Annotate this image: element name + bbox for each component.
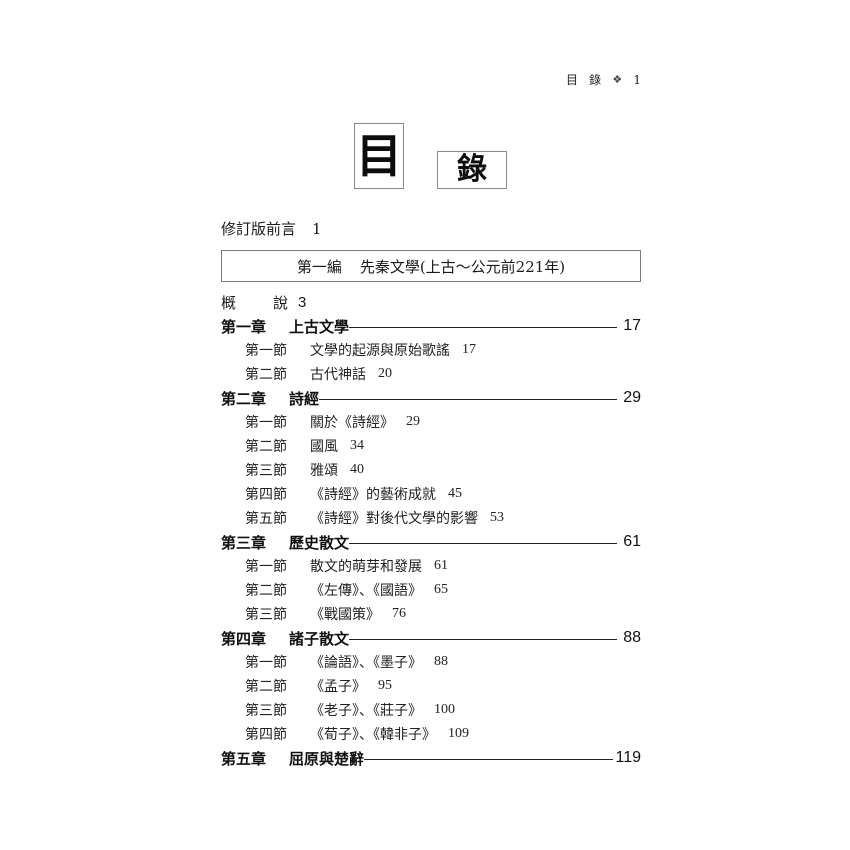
- section-label: 第一節: [245, 655, 287, 671]
- section-page: 65: [434, 582, 448, 597]
- toc-chapter[interactable]: 第五章 屈原與楚辭 119: [221, 746, 641, 770]
- chapter-label: 第一章: [221, 317, 267, 336]
- toc-section[interactable]: 第一節 散文的萌芽和發展 61: [221, 554, 641, 578]
- section-label: 第一節: [245, 559, 287, 575]
- toc-section[interactable]: 第三節 雅頌 40: [221, 458, 641, 482]
- overview-title-a: 概: [221, 293, 237, 312]
- section-title: 《孟子》: [310, 679, 366, 695]
- leader-line: [349, 638, 617, 640]
- section-label: 第三節: [245, 703, 287, 719]
- overview-title-b: 說: [273, 293, 289, 312]
- chapter-page: 61: [623, 533, 641, 550]
- section-label: 第四節: [245, 487, 287, 503]
- chapter-label: 第二章: [221, 389, 267, 408]
- part-title: 先秦文學(上古～公元前221年): [359, 257, 566, 276]
- section-title: 《老子》、《莊子》: [310, 703, 422, 719]
- leader-line: [364, 758, 614, 760]
- running-header: 目 錄 ❖ 1: [566, 71, 642, 88]
- section-title: 散文的萌芽和發展: [310, 559, 422, 575]
- section-label: 第二節: [245, 679, 287, 695]
- chapter-label: 第四章: [221, 629, 267, 648]
- section-page: 100: [434, 702, 455, 717]
- chapter-page: 29: [623, 389, 641, 406]
- toc-entry-overview[interactable]: 概 說 3: [221, 290, 641, 314]
- section-label: 第二節: [245, 439, 287, 455]
- section-title: 文學的起源與原始歌謠: [310, 343, 450, 359]
- toc-entry-preface[interactable]: 修訂版前言 1: [221, 218, 322, 239]
- chapter-title: 上古文學: [289, 317, 350, 336]
- section-title: 《戰國策》: [310, 607, 380, 623]
- chapter-title: 歷史散文: [289, 533, 350, 552]
- toc-chapter[interactable]: 第二章 詩經 29: [221, 386, 641, 410]
- section-page: 40: [350, 462, 364, 477]
- header-char-1: 目: [566, 73, 580, 87]
- toc-section[interactable]: 第二節 古代神話 20: [221, 362, 641, 386]
- chapter-page: 17: [623, 317, 641, 334]
- chapter-title: 詩經: [289, 389, 320, 408]
- section-label: 第二節: [245, 583, 287, 599]
- section-title: 《論語》、《墨子》: [310, 655, 422, 671]
- section-page: 45: [448, 486, 462, 501]
- section-title: 國風: [310, 439, 338, 455]
- part-heading-box: 第一編 先秦文學(上古～公元前221年): [221, 250, 641, 282]
- section-title: 《荀子》、《韓非子》: [310, 727, 436, 743]
- section-label: 第四節: [245, 727, 287, 743]
- page-title-char-2: 錄: [437, 151, 507, 189]
- overview-page: 3: [298, 293, 307, 311]
- section-page: 61: [434, 558, 448, 573]
- section-page: 53: [490, 510, 504, 525]
- toc-chapter[interactable]: 第三章 歷史散文 61: [221, 530, 641, 554]
- section-title: 《詩經》對後代文學的影響: [310, 511, 478, 527]
- section-title: 《詩經》的藝術成就: [310, 487, 436, 503]
- section-label: 第五節: [245, 511, 287, 527]
- section-title: 關於《詩經》: [310, 415, 394, 431]
- chapter-page: 88: [623, 629, 641, 646]
- leader-line: [349, 542, 617, 544]
- section-page: 76: [392, 606, 406, 621]
- toc-section[interactable]: 第三節 《戰國策》 76: [221, 602, 641, 626]
- chapter-page: 119: [615, 749, 641, 766]
- toc-section[interactable]: 第三節 《老子》、《莊子》 100: [221, 698, 641, 722]
- header-char-2: 錄: [589, 73, 603, 87]
- preface-title: 修訂版前言: [221, 220, 297, 238]
- leader-line: [349, 326, 617, 328]
- section-label: 第一節: [245, 415, 287, 431]
- section-page: 88: [434, 654, 448, 669]
- section-label: 第三節: [245, 463, 287, 479]
- chapter-label: 第五章: [221, 749, 267, 768]
- section-title: 雅頌: [310, 463, 338, 479]
- part-label: 第一編: [296, 257, 342, 276]
- section-page: 95: [378, 678, 392, 693]
- section-label: 第二節: [245, 367, 287, 383]
- section-label: 第三節: [245, 607, 287, 623]
- chapter-title: 屈原與楚辭: [289, 749, 365, 768]
- section-label: 第一節: [245, 343, 287, 359]
- preface-page: 1: [312, 220, 322, 238]
- toc-section[interactable]: 第二節 《孟子》 95: [221, 674, 641, 698]
- section-title: 《左傳》、《國語》: [310, 583, 422, 599]
- header-page-number: 1: [633, 72, 642, 87]
- toc-chapter[interactable]: 第四章 諸子散文 88: [221, 626, 641, 650]
- leader-line: [319, 398, 617, 400]
- toc-chapter[interactable]: 第一章 上古文學 17: [221, 314, 641, 338]
- page-title-char-1: 目: [354, 123, 404, 189]
- section-page: 20: [378, 366, 392, 381]
- toc-section[interactable]: 第四節 《荀子》、《韓非子》 109: [221, 722, 641, 746]
- toc-section[interactable]: 第二節 國風 34: [221, 434, 641, 458]
- toc-section[interactable]: 第四節 《詩經》的藝術成就 45: [221, 482, 641, 506]
- section-title: 古代神話: [310, 367, 366, 383]
- toc-section[interactable]: 第一節 關於《詩經》 29: [221, 410, 641, 434]
- toc-section[interactable]: 第五節 《詩經》對後代文學的影響 53: [221, 506, 641, 530]
- section-page: 34: [350, 438, 364, 453]
- toc-section[interactable]: 第一節 文學的起源與原始歌謠 17: [221, 338, 641, 362]
- toc-section[interactable]: 第二節 《左傳》、《國語》 65: [221, 578, 641, 602]
- table-of-contents: 概 說 3 第一章 上古文學 17 第一節 文學的起源與原始歌謠 17 第二節 …: [221, 290, 641, 770]
- chapter-title: 諸子散文: [289, 629, 350, 648]
- section-page: 29: [406, 414, 420, 429]
- section-page: 109: [448, 726, 469, 741]
- section-page: 17: [462, 342, 476, 357]
- toc-section[interactable]: 第一節 《論語》、《墨子》 88: [221, 650, 641, 674]
- ornament-icon: ❖: [612, 73, 624, 86]
- chapter-label: 第三章: [221, 533, 267, 552]
